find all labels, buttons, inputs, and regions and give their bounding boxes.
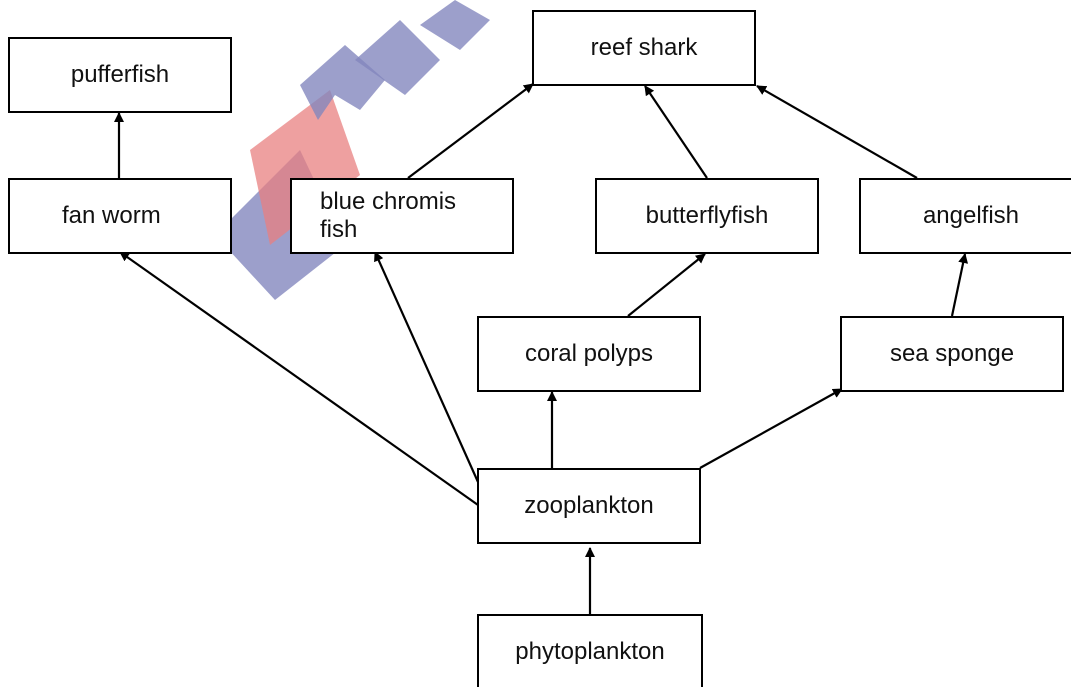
arrow-angelfish-to-reef-shark [756,85,918,179]
arrow-zooplankton-to-fan-worm [119,251,479,506]
node-label: angelfish [922,202,1020,230]
node-angelfish: angelfish [859,178,1071,254]
arrow-coral-polyps-to-butterflyfish [627,253,706,317]
node-blue-chromis-fish: blue chromis fish [290,178,514,254]
node-pufferfish: pufferfish [8,37,232,113]
arrow-zooplankton-to-blue-chromis [373,251,480,483]
node-butterflyfish: butterflyfish [595,178,819,254]
node-phytoplankton: phytoplankton [477,614,703,687]
node-label: phytoplankton [515,638,665,666]
node-zooplankton: zooplankton [477,468,701,544]
node-label: blue chromis fish [320,188,457,243]
node-reef-shark: reef shark [532,10,756,86]
node-label: pufferfish [70,61,170,89]
arrow-sea-sponge-to-angelfish [950,253,969,317]
arrow-blue-chromis-to-reef-shark [407,83,534,179]
node-label: sea sponge [889,340,1015,368]
node-label: fan worm [62,202,161,230]
arrow-butterflyfish-to-reef-shark [644,85,708,179]
node-sea-sponge: sea sponge [840,316,1064,392]
arrow-zooplankton-to-sea-sponge [699,388,843,469]
node-label: zooplankton [524,492,654,520]
node-fan-worm: fan worm [8,178,232,254]
node-label: reef shark [590,34,698,62]
node-label: coral polyps [524,340,654,368]
node-label: butterflyfish [645,202,769,230]
node-coral-polyps: coral polyps [477,316,701,392]
